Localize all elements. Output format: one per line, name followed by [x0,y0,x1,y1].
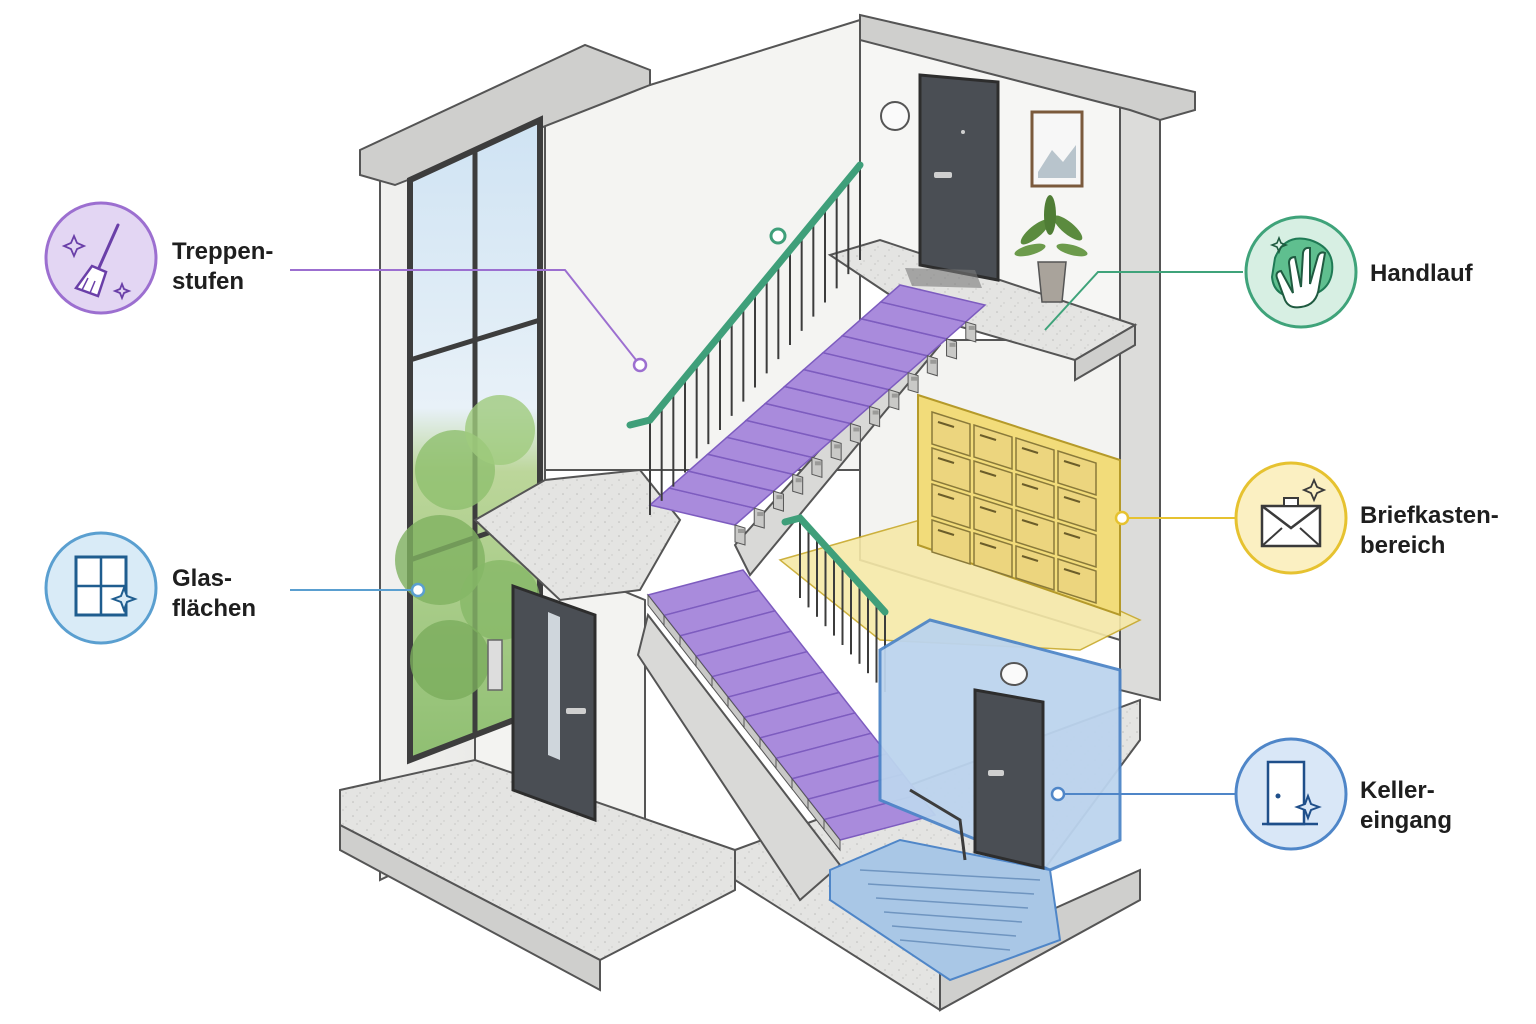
wall-picture [1030,110,1084,188]
callout-label-cellar-line2: eingang [1360,807,1453,834]
callout-label-handrail-line1: Handlauf [1370,260,1473,287]
glass-window [395,115,543,765]
potted-plant [1014,195,1088,303]
callout-label-cellar: Keller- eingang [1360,776,1452,836]
callout-lines [290,269,1243,802]
broom-sparkle-icon [44,201,158,315]
callout-label-mailbox: Briefkasten- bereich [1360,501,1499,561]
callout-line-handrail [1044,271,1243,331]
handrail-lower [781,514,889,692]
callout-label-steps: Treppen- stufen [172,237,273,297]
ground-floor-door [487,583,597,823]
cellar-area [829,618,1122,982]
mailbox-unit [917,393,1121,617]
window-sparkle-icon [44,531,158,645]
callout-label-glass-line1: Glas- [172,565,233,592]
handrail-upper [626,161,864,515]
callout-label-glass: Glas- flächen [172,564,256,624]
callout-line-steps [290,269,641,366]
lower-staircase [636,569,937,902]
callout-label-glass-line2: flächen [172,595,257,622]
upper-staircase [648,284,987,577]
wall-lamp-upper [880,101,910,131]
upper-apartment-door [905,73,1000,288]
callout-label-steps-line1: Treppen- [172,238,274,265]
callout-label-handrail: Handlauf [1370,259,1473,289]
callout-label-mailbox-line2: bereich [1360,532,1446,559]
door-sparkle-icon [1234,737,1348,851]
callout-label-cellar-line1: Keller- [1360,777,1435,804]
mailbox-sparkle-icon [1234,461,1348,575]
callout-label-mailbox-line1: Briefkasten- [1360,502,1499,529]
hand-cloth-icon [1244,215,1358,329]
callout-label-steps-line2: stufen [172,268,244,295]
